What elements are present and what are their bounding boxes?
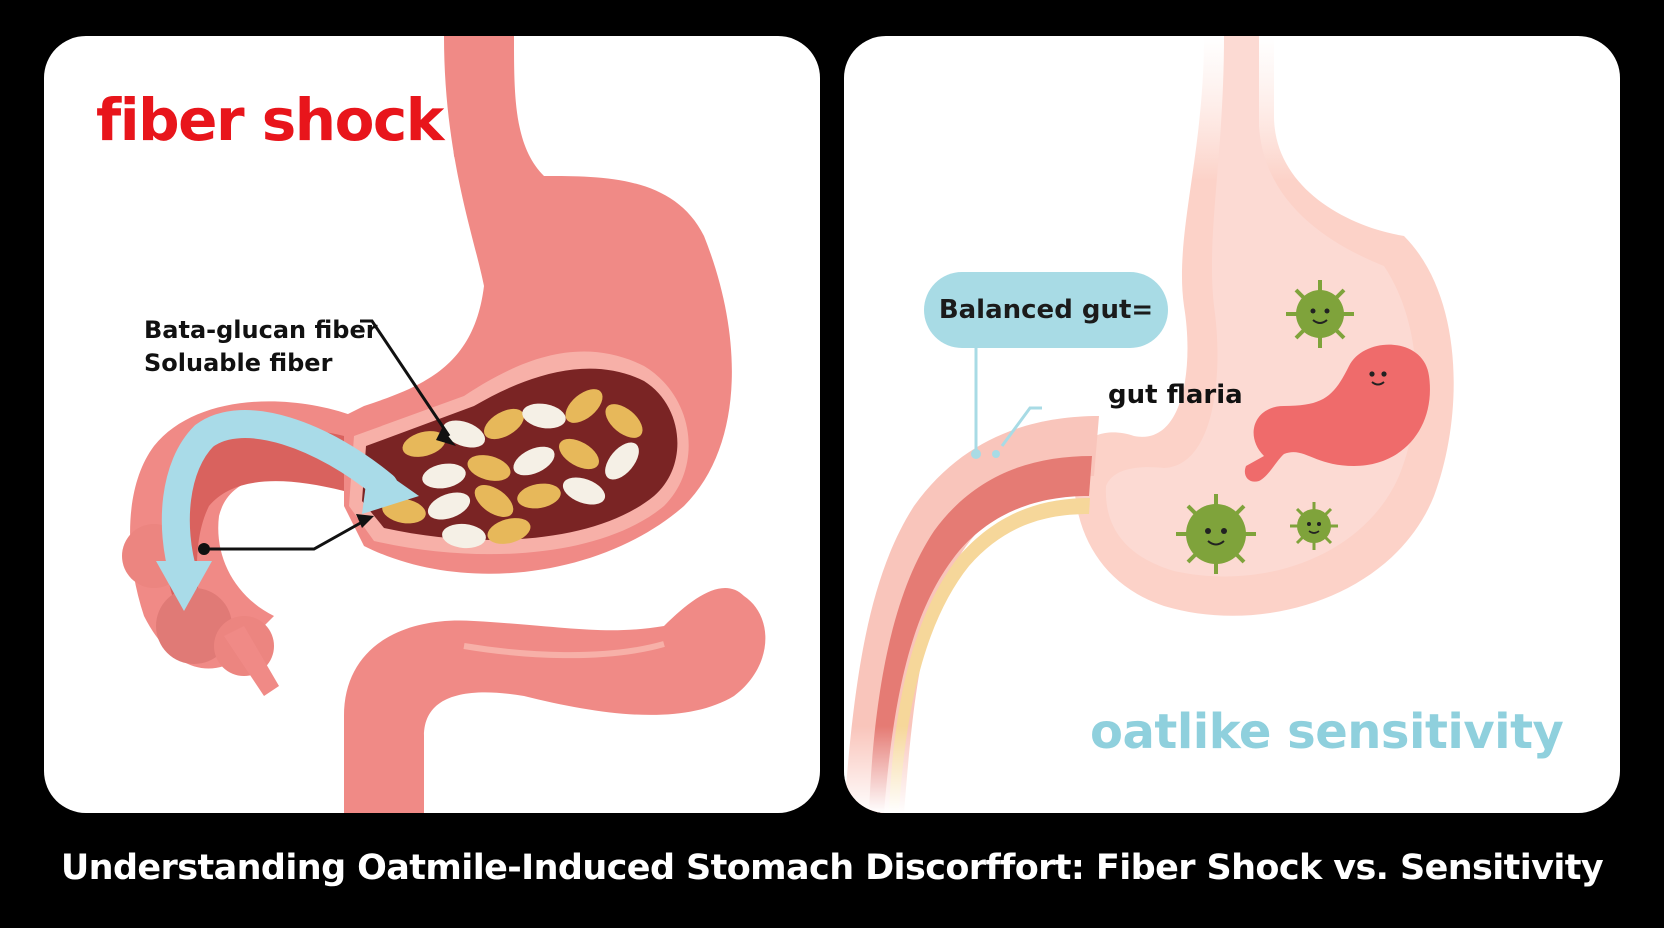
fiber-labels: Bata-glucan fiber Soluable fiber [144,314,378,380]
oat-flake-icon [442,523,486,549]
oat-flake-icon [605,404,643,438]
microbe-icon [1286,280,1354,348]
flora-pointer [1000,406,1042,447]
bubble-pointer-dot [992,450,1000,458]
colon-fold [463,641,665,659]
balanced-gut-bubble: Balanced gut= [924,272,1168,348]
caption: Understanding Oatmile-Induced Stomach Di… [60,848,1604,888]
beta-glucan-label: Bata-glucan fiber [144,316,378,344]
oat-flake-icon [422,463,466,489]
oat-flake-icon [474,485,514,517]
oat-flake-icon [513,446,555,476]
oat-flake-icon [467,455,511,481]
bottom-fade [844,596,1104,813]
oat-flake-icon [442,420,486,448]
oat-flake-icon [427,492,471,520]
oat-flake-icon [565,389,603,423]
soluble-fiber-label: Soluable fiber [144,349,333,377]
flow-arrow-head-bottom [156,561,212,611]
pointer-head [356,514,374,528]
oat-flake-icon [484,408,524,440]
flow-arrow-head-top [362,461,419,514]
oat-flake-icon [559,438,599,470]
flow-arrow [161,410,398,590]
oat-flake-icon [382,498,426,524]
sensitivity-title: oatlike sensitivity [1090,704,1564,760]
oat-flake-icon [517,483,561,509]
sensitivity-panel: Balanced gut= gut flaria oatlike sensiti… [844,36,1620,813]
fiber-shock-panel: fiber shock Bata-glucan fiber Soluable f… [44,36,820,813]
microbe-icon [1290,502,1338,550]
bubble-pointer-dot [971,449,981,459]
oat-flakes [382,389,643,549]
oat-flake-icon [487,518,531,544]
pointer-line [204,519,365,551]
pointer-dot [198,543,210,555]
intestine-tail [224,626,279,696]
oat-flake-icon [402,431,446,457]
intestine-inner [163,429,344,626]
intestine-segment [156,588,232,664]
oat-flake-icon [562,477,606,505]
gut-flora-label: gut flaria [1108,380,1243,410]
colon [344,587,766,813]
oat-flake-icon [605,442,639,480]
fiber-shock-title: fiber shock [96,86,444,154]
microbe-icon [1176,494,1256,574]
oat-flake-icon [522,403,566,429]
stomach-illustration-left [122,36,766,813]
microbe-icon [1244,344,1430,482]
stomach-illustration-right [844,36,1454,813]
pointer-line [360,319,451,437]
pointer-head [436,428,456,446]
